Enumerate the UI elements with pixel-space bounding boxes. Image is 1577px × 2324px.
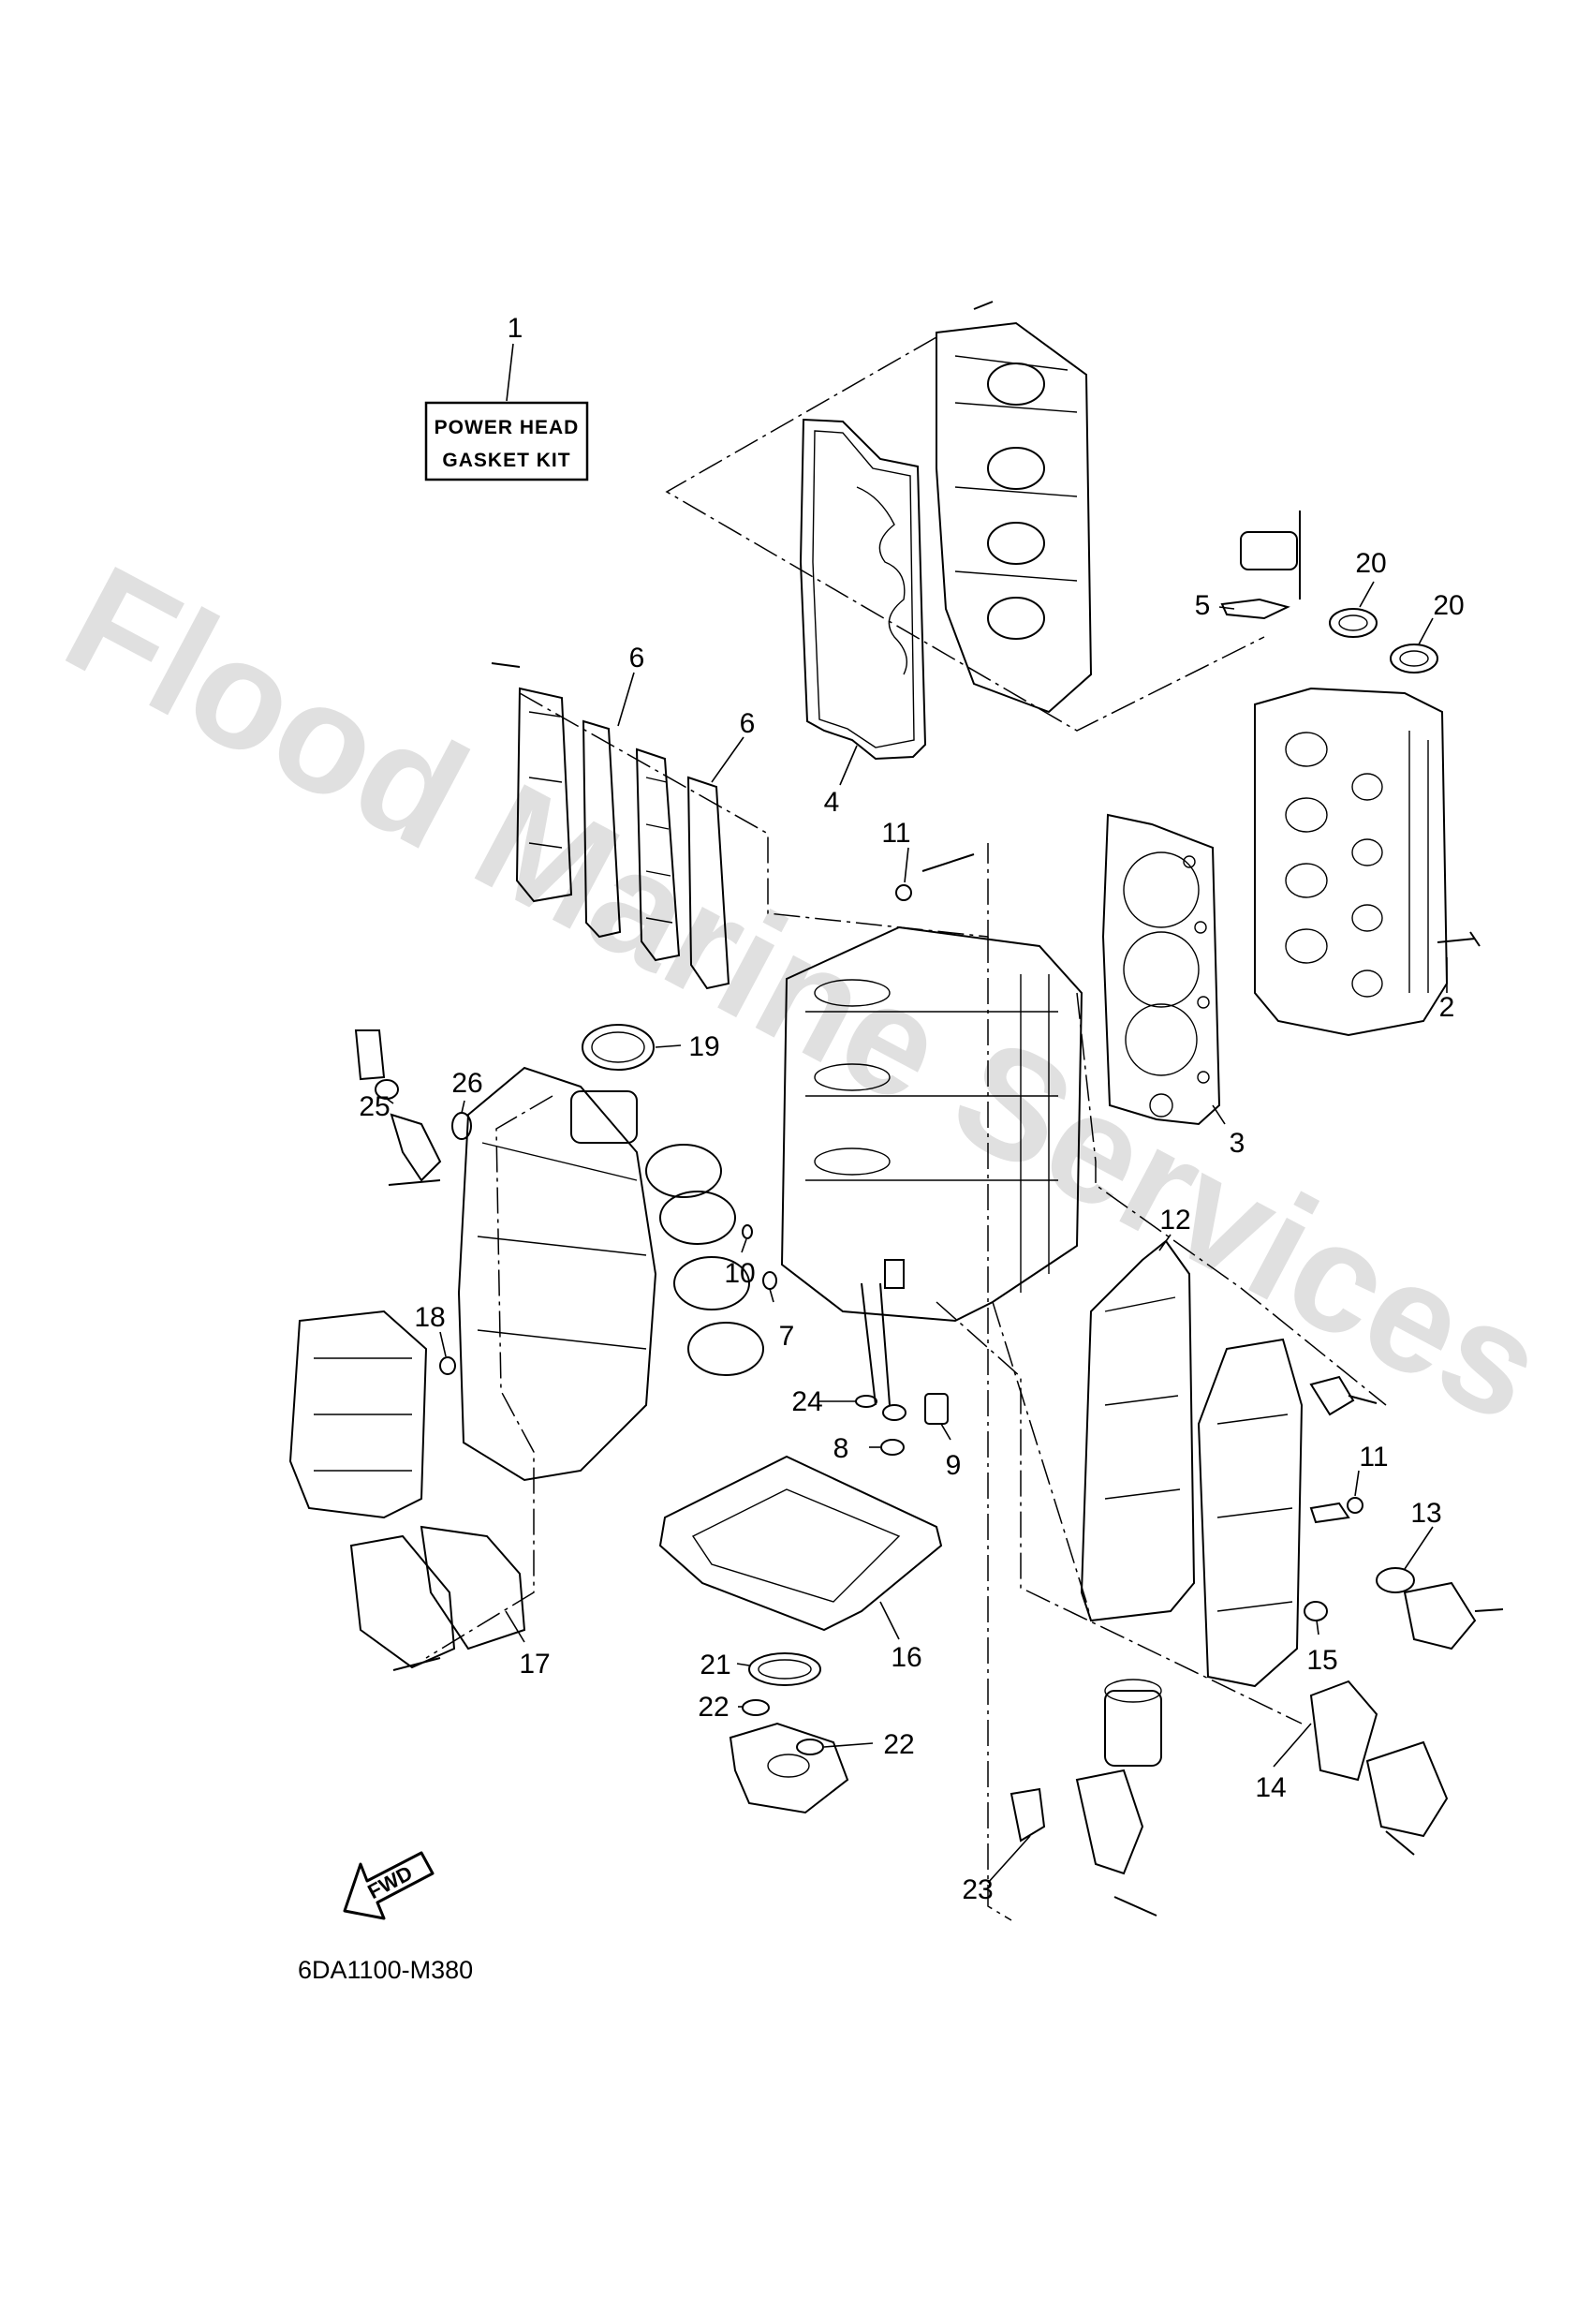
callout-1: 1 (508, 313, 523, 344)
oil-seal-b (1390, 644, 1438, 674)
callout-2: 2 (1439, 992, 1455, 1023)
callout-12: 12 (1159, 1205, 1190, 1236)
callout-23: 23 (962, 1874, 993, 1905)
callout-5: 5 (1195, 590, 1211, 621)
kit-label-line2: GASKET KIT (442, 450, 570, 471)
callout-21: 21 (700, 1650, 730, 1680)
callout-15: 15 (1306, 1645, 1337, 1676)
gasket-kit-label: POWER HEAD GASKET KIT (424, 401, 589, 481)
o-ring-24 (855, 1395, 877, 1408)
callout-22b: 22 (883, 1729, 914, 1760)
head-cover-gasket (799, 418, 927, 761)
head-cover-drawing (936, 301, 1093, 714)
callout-8: 8 (833, 1433, 849, 1464)
oil-seal-a (1329, 608, 1378, 638)
base-gasket (658, 1455, 943, 1632)
forward-arrow-icon: FWD (343, 1851, 435, 1920)
oil-filter-assembly (1010, 1679, 1162, 1917)
callout-4: 4 (824, 787, 840, 818)
callout-18: 18 (414, 1302, 445, 1333)
o-ring-8 (880, 1439, 905, 1456)
callout-20a: 20 (1355, 548, 1386, 579)
head-gasket (1101, 813, 1221, 1126)
leader-lines (386, 343, 1448, 1884)
diagram-code: 6DA1100-M380 (298, 1956, 473, 1984)
callout-16: 16 (891, 1642, 921, 1673)
callout-26: 26 (451, 1068, 482, 1099)
callout-17: 17 (519, 1649, 550, 1680)
callout-6a: 6 (629, 643, 645, 674)
callout-9: 9 (946, 1450, 962, 1481)
callout-13: 13 (1410, 1498, 1441, 1529)
cylinder-head-drawing (1240, 511, 1481, 1037)
callout-11a: 11 (881, 818, 910, 849)
side-plate-left (288, 1310, 526, 1671)
exhaust-cover-parts (491, 662, 730, 990)
cylinder-block-drawing (780, 853, 1083, 1425)
callout-10: 10 (724, 1258, 755, 1289)
callout-14: 14 (1255, 1772, 1286, 1803)
assembly-lines (425, 336, 1387, 1921)
callout-20b: 20 (1433, 590, 1464, 621)
o-ring-10 (742, 1224, 753, 1239)
callout-24: 24 (791, 1386, 822, 1417)
callout-19: 19 (688, 1031, 719, 1062)
callout-11b: 11 (1359, 1442, 1388, 1473)
exhaust-plate-right (1080, 1239, 1504, 1856)
callout-3: 3 (1230, 1128, 1245, 1159)
kit-label-line1: POWER HEAD (435, 417, 580, 438)
oil-strainer-parts (729, 1652, 849, 1814)
sensor-gasket (1220, 598, 1290, 620)
callouts: 1 2 3 4 5 6 6 7 8 9 10 11 11 12 13 14 15… (359, 313, 1464, 1905)
callout-25: 25 (359, 1091, 390, 1122)
callout-7: 7 (779, 1321, 795, 1352)
callout-22a: 22 (698, 1692, 729, 1723)
o-ring-7 (762, 1271, 777, 1290)
callout-6b: 6 (740, 708, 756, 739)
crankcase-drawing (354, 1024, 764, 1482)
